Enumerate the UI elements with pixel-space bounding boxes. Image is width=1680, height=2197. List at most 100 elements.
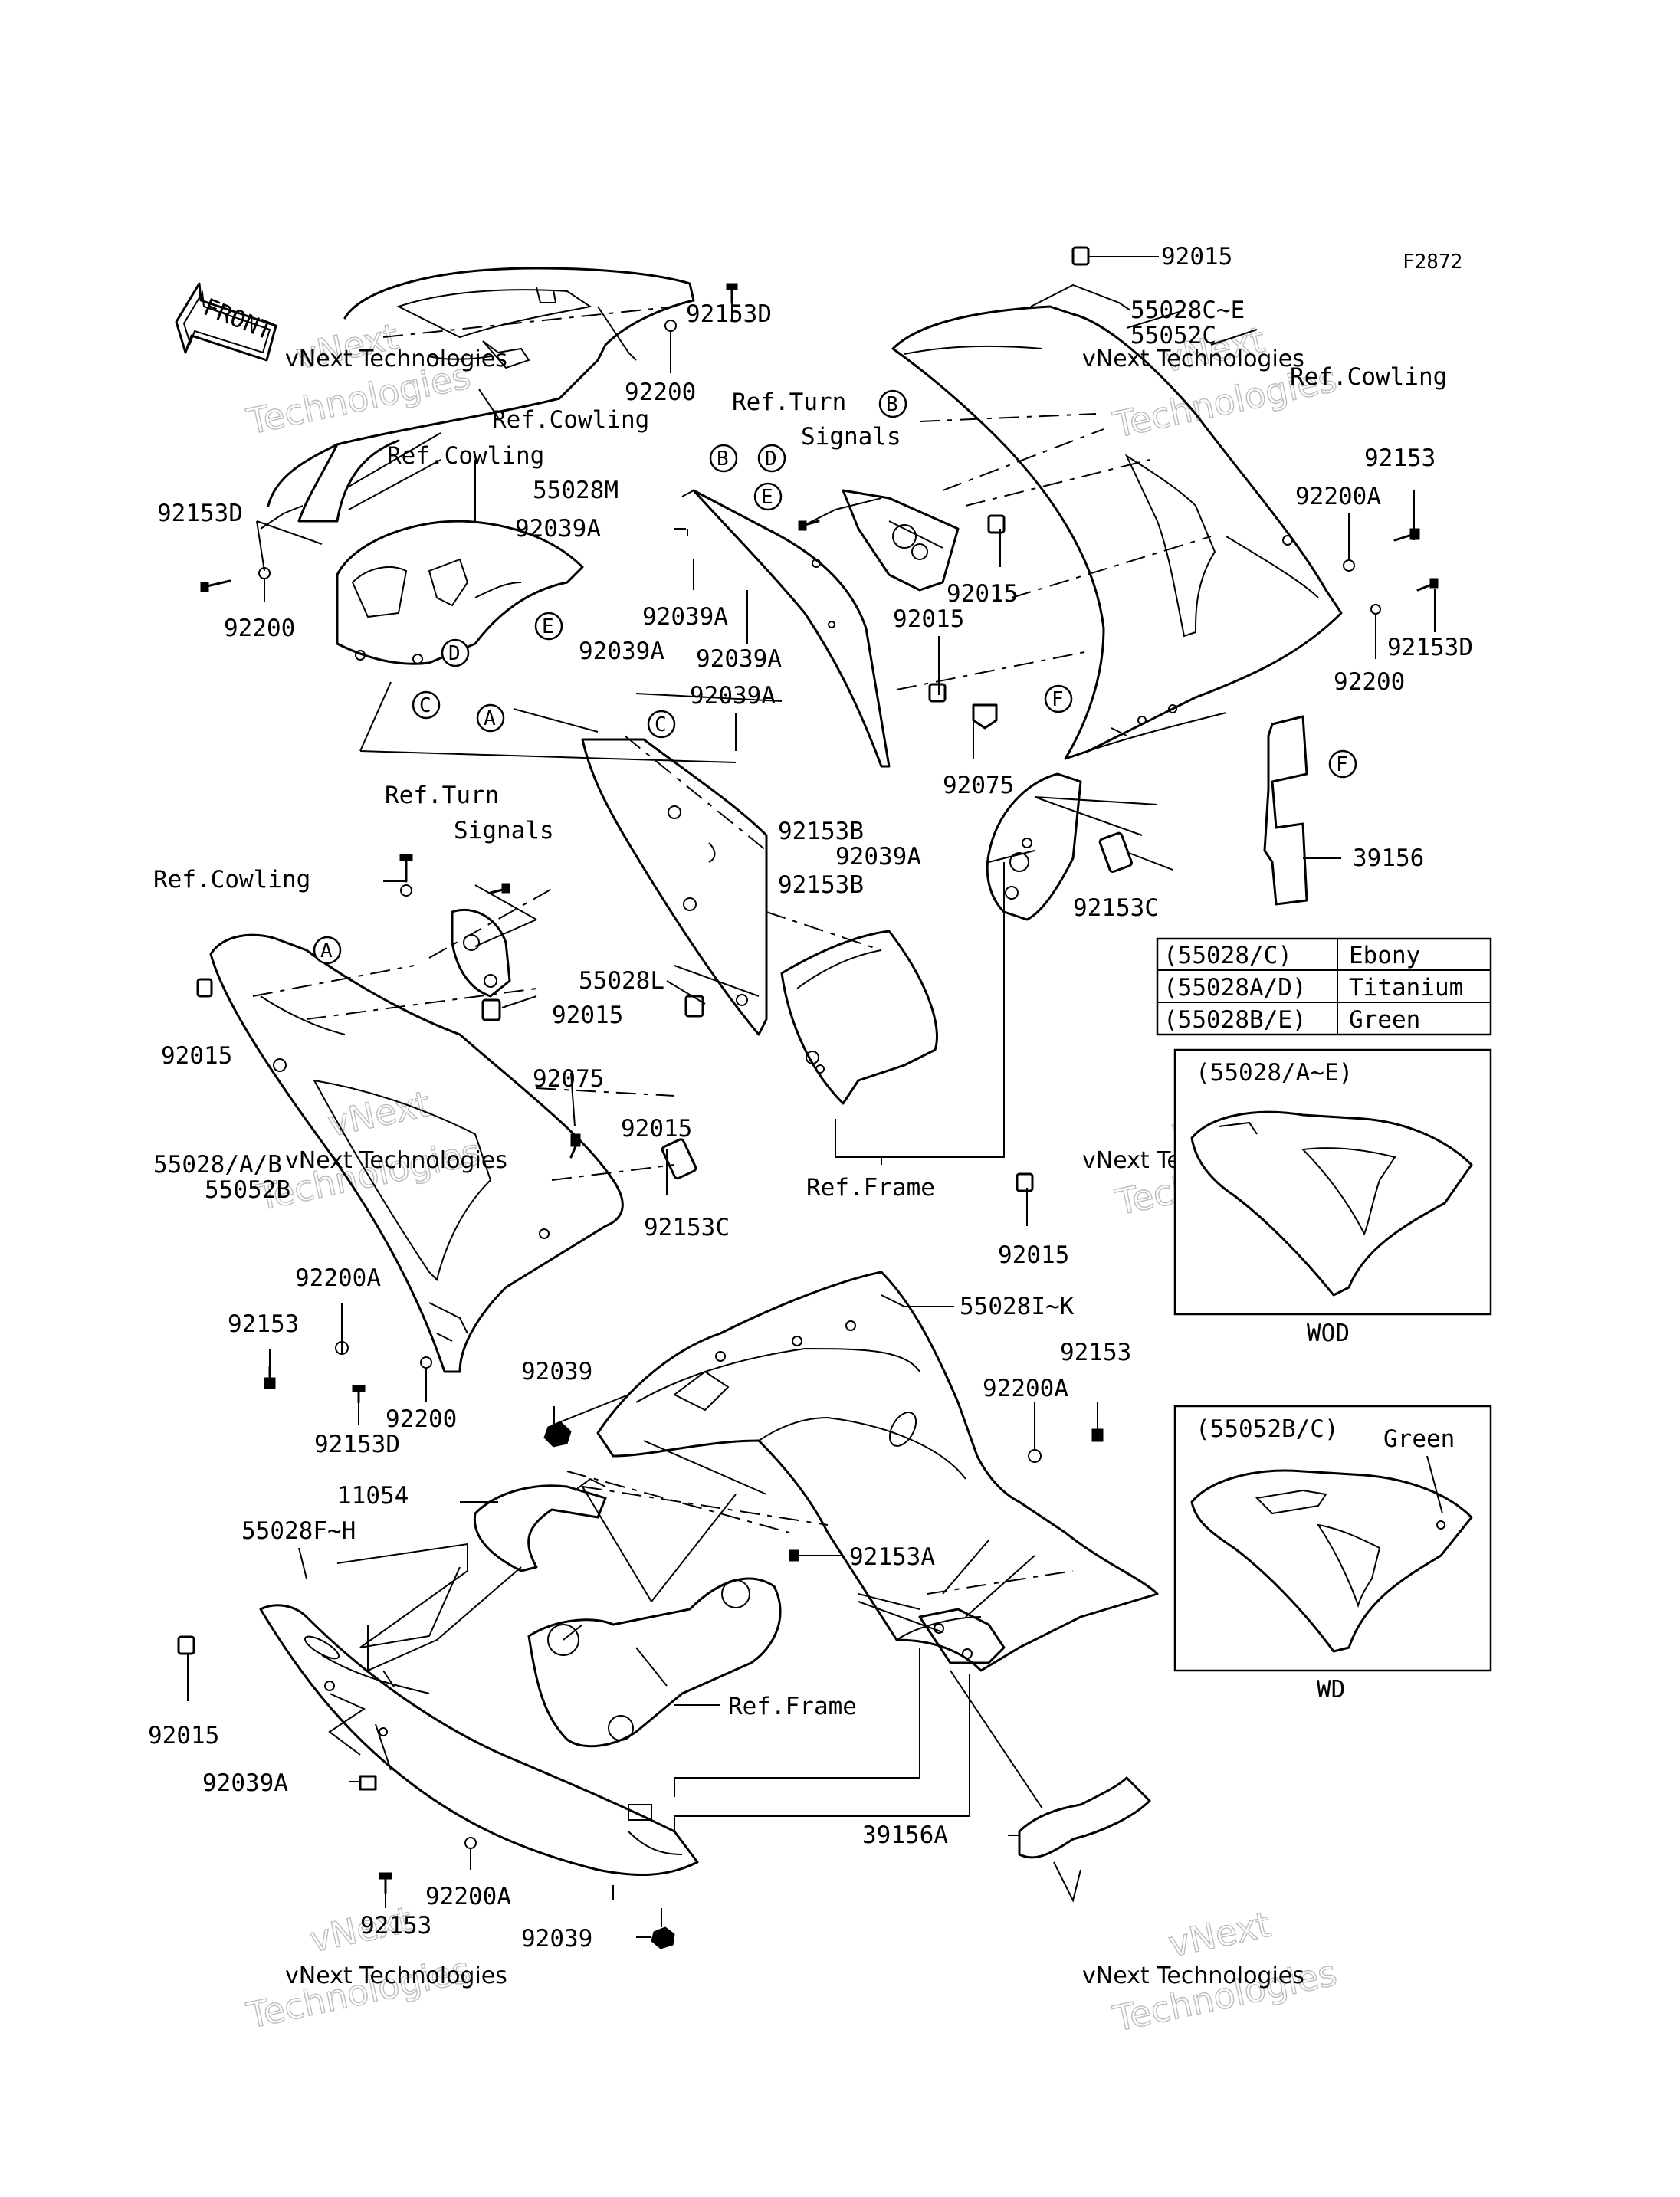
label-92200a-b3: 92200A bbox=[425, 1883, 511, 1910]
label-92015-mc2: 92015 bbox=[621, 1115, 692, 1143]
centerline-1 bbox=[382, 306, 675, 338]
label-92039a-6: 92039A bbox=[835, 843, 921, 871]
label-ref-cowling-tl2: Ref.Cowling bbox=[387, 442, 544, 470]
bolt-92075-r bbox=[972, 703, 998, 730]
label-92015-m2: 92015 bbox=[893, 605, 964, 633]
label-55052b: 55052B bbox=[205, 1176, 290, 1204]
inset-wd-caption: WD bbox=[1317, 1676, 1345, 1703]
color-table: (55028/C) Ebony (55028A/D) Titanium (550… bbox=[1156, 937, 1492, 1036]
label-92039a-5: 92039A bbox=[690, 682, 776, 710]
label-55028i-k: 55028I~K bbox=[960, 1293, 1075, 1320]
color-table-color-2: Titanium bbox=[1349, 974, 1463, 1002]
label-92153d-top: 92153D bbox=[686, 300, 772, 328]
svg-text:C: C bbox=[419, 694, 431, 717]
inner-panel-55028m bbox=[692, 489, 891, 768]
figure-code: F2872 bbox=[1403, 251, 1462, 274]
label-92200-l: 92200 bbox=[224, 615, 295, 642]
frame-bottom-part bbox=[527, 1577, 782, 1748]
label-92153d-b: 92153D bbox=[314, 1431, 400, 1458]
label-92153-b2: 92153 bbox=[1060, 1339, 1131, 1366]
label-ref-turn-mid-1: Ref.Turn bbox=[385, 782, 499, 809]
label-55028a-b: 55028/A/B bbox=[153, 1151, 282, 1179]
label-ref-cowling-tr: Ref.Cowling bbox=[1290, 363, 1447, 391]
color-table-code-3: (55028B/E) bbox=[1163, 1006, 1307, 1034]
upper-left-cowl-part bbox=[267, 267, 695, 523]
callout-f-right: F bbox=[1044, 684, 1073, 713]
label-55052c: 55052C bbox=[1130, 322, 1216, 349]
front-arrow-icon: FRONT bbox=[175, 282, 277, 362]
screw-turn-signal-mid bbox=[489, 883, 510, 894]
inset-wod-caption: WOD bbox=[1307, 1320, 1350, 1347]
label-92200-b: 92200 bbox=[386, 1405, 457, 1433]
fastener-92153d-b bbox=[352, 1385, 366, 1404]
fastener-92153-b2 bbox=[1091, 1428, 1104, 1442]
grommet-92015-top bbox=[1071, 246, 1090, 266]
label-92153d-l: 92153D bbox=[157, 500, 243, 527]
washer-92200a-b3 bbox=[464, 1837, 477, 1849]
label-92153d-r: 92153D bbox=[1387, 634, 1473, 661]
watermark-small-tr: vNext Technologies bbox=[1082, 346, 1304, 372]
label-55028c-e: 55028C~E bbox=[1130, 297, 1245, 324]
fastener-92153-b3 bbox=[379, 1872, 392, 1894]
label-92015-m1: 92015 bbox=[947, 580, 1018, 608]
label-92200-r: 92200 bbox=[1334, 668, 1405, 696]
color-table-color-3: Green bbox=[1349, 1006, 1420, 1034]
nut-92153a bbox=[789, 1549, 799, 1562]
label-ref-frame-mid: Ref.Frame bbox=[806, 1174, 935, 1202]
watermark-small-br: vNext Technologies bbox=[1082, 1963, 1304, 1989]
turn-signal-bracket-mid bbox=[451, 908, 511, 998]
label-ref-cowling-tl: Ref.Cowling bbox=[492, 406, 649, 434]
grommet-92015-br bbox=[1016, 1172, 1034, 1192]
callout-b-mid: B bbox=[709, 444, 738, 473]
assembly-lines bbox=[252, 413, 1212, 1903]
fastener-92153d-r bbox=[1416, 578, 1439, 592]
fastener-92039a-b bbox=[359, 1775, 377, 1791]
callout-b-top: B bbox=[878, 389, 907, 418]
nut-92039-b2 bbox=[651, 1926, 675, 1949]
color-table-code-2: (55028A/D) bbox=[1163, 974, 1307, 1002]
svg-text:E: E bbox=[761, 486, 773, 509]
callout-e-left: E bbox=[534, 612, 563, 641]
grommet-92015-m1 bbox=[987, 514, 1006, 534]
grommet-92015-mc bbox=[481, 998, 501, 1021]
label-92039a-3: 92039A bbox=[696, 645, 782, 673]
grommet-92015-ml bbox=[196, 978, 213, 998]
color-table-code-1: (55028/C) bbox=[1163, 942, 1292, 969]
panel-55028l bbox=[581, 738, 768, 1036]
fastener-92153-l bbox=[264, 1366, 276, 1389]
bolt-92075-l bbox=[569, 1133, 581, 1159]
turn-signal-bracket-top bbox=[842, 489, 960, 592]
inner-left-cowl-part bbox=[336, 520, 584, 665]
washer-92200-r bbox=[1370, 604, 1381, 615]
label-92153-b3: 92153 bbox=[360, 1912, 431, 1940]
label-11054: 11054 bbox=[337, 1482, 409, 1510]
lower-fairing-55028f-h bbox=[259, 1604, 699, 1877]
label-92039a-1: 92039A bbox=[515, 515, 601, 543]
svg-text:A: A bbox=[320, 939, 333, 962]
label-92039a-b: 92039A bbox=[202, 1769, 288, 1797]
label-55028l: 55028L bbox=[579, 967, 664, 995]
svg-text:B: B bbox=[886, 393, 898, 416]
part-labels: 92015 55028C~E 55052C Ref.Cowling 92153 … bbox=[148, 243, 1473, 1953]
watermark-big-11: vNext bbox=[1165, 1904, 1275, 1966]
inner-duct-part bbox=[780, 930, 938, 1105]
label-ref-turn-top-1: Ref.Turn bbox=[732, 389, 846, 416]
grommet-92015-mc2 bbox=[684, 995, 704, 1018]
label-92039-b2: 92039 bbox=[521, 1925, 592, 1953]
callout-d-mid: D bbox=[757, 444, 786, 473]
svg-text:C: C bbox=[655, 713, 667, 736]
callout-c-mid: C bbox=[647, 710, 676, 739]
label-92153b-2: 92153B bbox=[778, 871, 864, 899]
foam-pad-39156 bbox=[1263, 715, 1308, 906]
svg-text:A: A bbox=[484, 707, 496, 730]
label-92015-ml: 92015 bbox=[161, 1042, 232, 1070]
label-92015-bl: 92015 bbox=[148, 1722, 219, 1749]
inset-wd-note: Green bbox=[1383, 1425, 1455, 1453]
label-39156a: 39156A bbox=[862, 1822, 948, 1849]
collar-92153c-m bbox=[661, 1138, 697, 1180]
bracket-11054 bbox=[473, 1477, 607, 1572]
fastener-92153-r bbox=[1393, 528, 1420, 542]
inset-wd: (55052B/C) Green WD bbox=[1173, 1405, 1492, 1703]
main-right-cowl-part bbox=[891, 305, 1343, 760]
label-92015-top: 92015 bbox=[1161, 243, 1232, 271]
